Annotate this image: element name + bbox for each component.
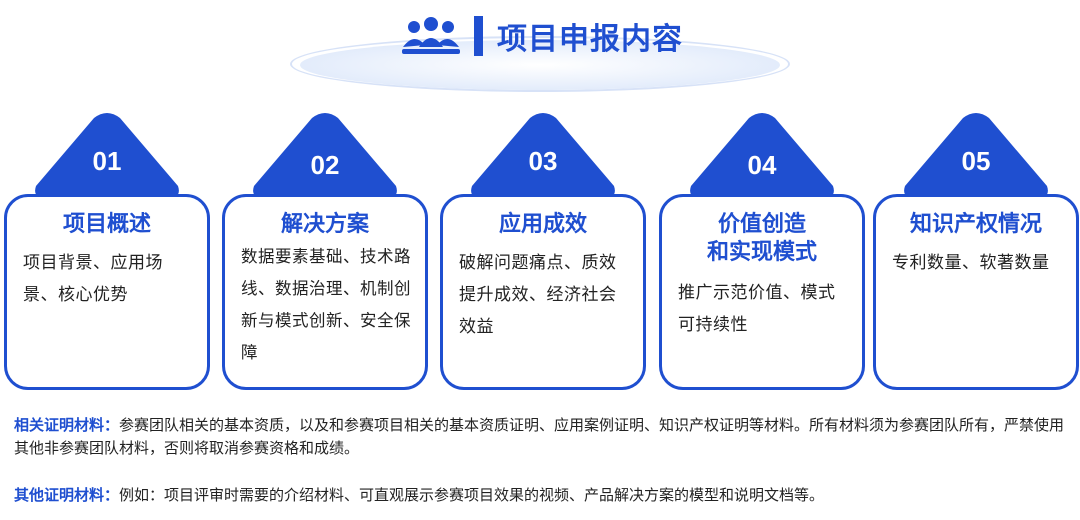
card-number: 05 <box>961 146 991 176</box>
card-title: 解决方案 <box>280 212 369 237</box>
card-title: 价值创造 和实现模式 <box>706 212 817 265</box>
card-box: 知识产权情况 专利数量、软著数量 <box>873 194 1079 390</box>
card-number: 04 <box>747 150 777 180</box>
other-materials-text: 例如：项目评审时需要的介绍材料、可直观展示参赛项目效果的视频、产品解决方案的模型… <box>119 486 825 504</box>
related-materials-note: 相关证明材料：参赛团队相关的基本资质，以及和参赛项目相关的基本资质证明、应用案例… <box>14 414 1070 460</box>
content-card-1: 01 项目概述 项目背景、应用场景、核心优势 <box>4 112 210 390</box>
content-card-2: 02 解决方案 数据要素基础、技术路线、数据治理、机制创新与模式创新、安全保障 <box>222 112 428 390</box>
card-number: 03 <box>528 146 558 176</box>
number-triangle <box>690 113 834 198</box>
header-ring-decoration <box>290 36 790 92</box>
content-card-4: 04 价值创造 和实现模式 推广示范价值、模式可持续性 <box>659 112 865 390</box>
related-materials-label: 相关证明材料： <box>14 416 120 434</box>
card-text: 数据要素基础、技术路线、数据治理、机制创新与模式创新、安全保障 <box>241 247 411 362</box>
card-text: 项目背景、应用场景、核心优势 <box>23 253 163 305</box>
card-box: 项目概述 项目背景、应用场景、核心优势 <box>4 194 210 390</box>
card-title: 知识产权情况 <box>909 212 1042 237</box>
content-card-5: 05 知识产权情况 专利数量、软著数量 <box>873 112 1079 390</box>
card-text: 破解问题痛点、质效提升成效、经济社会效益 <box>459 253 617 337</box>
card-text: 专利数量、软著数量 <box>892 253 1050 273</box>
card-text: 推广示范价值、模式可持续性 <box>678 283 836 335</box>
header-ellipse-decoration <box>300 40 780 90</box>
card-box: 应用成效 破解问题痛点、质效提升成效、经济社会效益 <box>440 194 646 390</box>
number-triangle <box>35 113 179 198</box>
title-accent-bar <box>474 16 483 56</box>
number-triangle <box>904 113 1048 198</box>
number-triangle <box>471 113 615 198</box>
card-title: 项目概述 <box>62 212 151 237</box>
other-materials-label: 其他证明材料： <box>14 486 120 504</box>
number-triangle <box>253 113 397 198</box>
content-card-3: 03 应用成效 破解问题痛点、质效提升成效、经济社会效益 <box>440 112 646 390</box>
card-number: 02 <box>310 150 340 180</box>
related-materials-text: 参赛团队相关的基本资质，以及和参赛项目相关的基本资质证明、应用案例证明、知识产权… <box>14 416 1065 457</box>
people-icon <box>402 17 460 54</box>
page-header: 项目申报内容 <box>400 8 683 64</box>
other-materials-note: 其他证明材料：例如：项目评审时需要的介绍材料、可直观展示参赛项目效果的视频、产品… <box>14 484 1070 507</box>
card-box: 解决方案 数据要素基础、技术路线、数据治理、机制创新与模式创新、安全保障 <box>222 194 428 390</box>
card-title: 应用成效 <box>498 212 587 237</box>
card-number: 01 <box>92 146 122 176</box>
card-box: 价值创造 和实现模式 推广示范价值、模式可持续性 <box>659 194 865 390</box>
page-title: 项目申报内容 <box>497 22 683 57</box>
